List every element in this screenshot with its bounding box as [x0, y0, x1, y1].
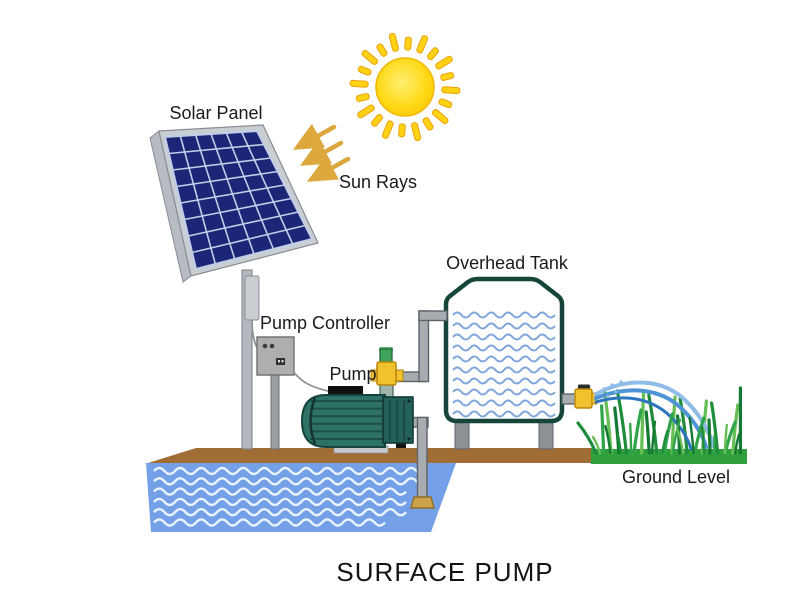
water-source	[146, 463, 456, 532]
solar-panel-label: Solar Panel	[169, 103, 262, 123]
suction-pipe	[407, 416, 435, 509]
tank-outlet-stub	[561, 393, 577, 405]
pump-end-rim	[309, 397, 317, 445]
pump-head	[382, 396, 414, 444]
spray-droplets	[602, 380, 623, 398]
ground-level-label: Ground Level	[622, 467, 730, 487]
controller-to-pump-wire	[292, 370, 329, 392]
tank-leg-right	[538, 419, 554, 450]
junction-box-icon	[244, 275, 260, 321]
sun-rays-label: Sun Rays	[339, 172, 417, 192]
overhead-tank	[443, 276, 598, 450]
solar-panel-icon	[149, 124, 319, 283]
water-tank-icon	[443, 276, 565, 424]
pump-icon	[300, 347, 414, 454]
controller-conduit	[270, 374, 280, 450]
valve-icon	[574, 388, 593, 409]
overhead-tank-label: Overhead Tank	[446, 253, 569, 273]
pump-label: Pump	[329, 364, 376, 384]
ground-platform	[148, 448, 592, 463]
panel-pole	[241, 269, 253, 450]
controller-box-icon	[256, 336, 295, 376]
foot-valve-icon	[410, 496, 435, 509]
discharge-pipe	[397, 310, 448, 383]
ground-green-strip	[591, 449, 747, 464]
pump-valve-icon	[376, 361, 397, 386]
valve-right-nub	[395, 369, 404, 382]
arrow-down-left-icon	[292, 123, 351, 182]
sun-icon	[349, 32, 461, 142]
pump-controller-label: Pump Controller	[260, 313, 390, 333]
grass-icon-front	[591, 386, 743, 455]
tank-leg-left	[454, 419, 470, 450]
pump-terminal-box	[328, 386, 363, 396]
diagram-title: SURFACE PUMP	[336, 557, 553, 587]
water-spray	[594, 380, 715, 451]
